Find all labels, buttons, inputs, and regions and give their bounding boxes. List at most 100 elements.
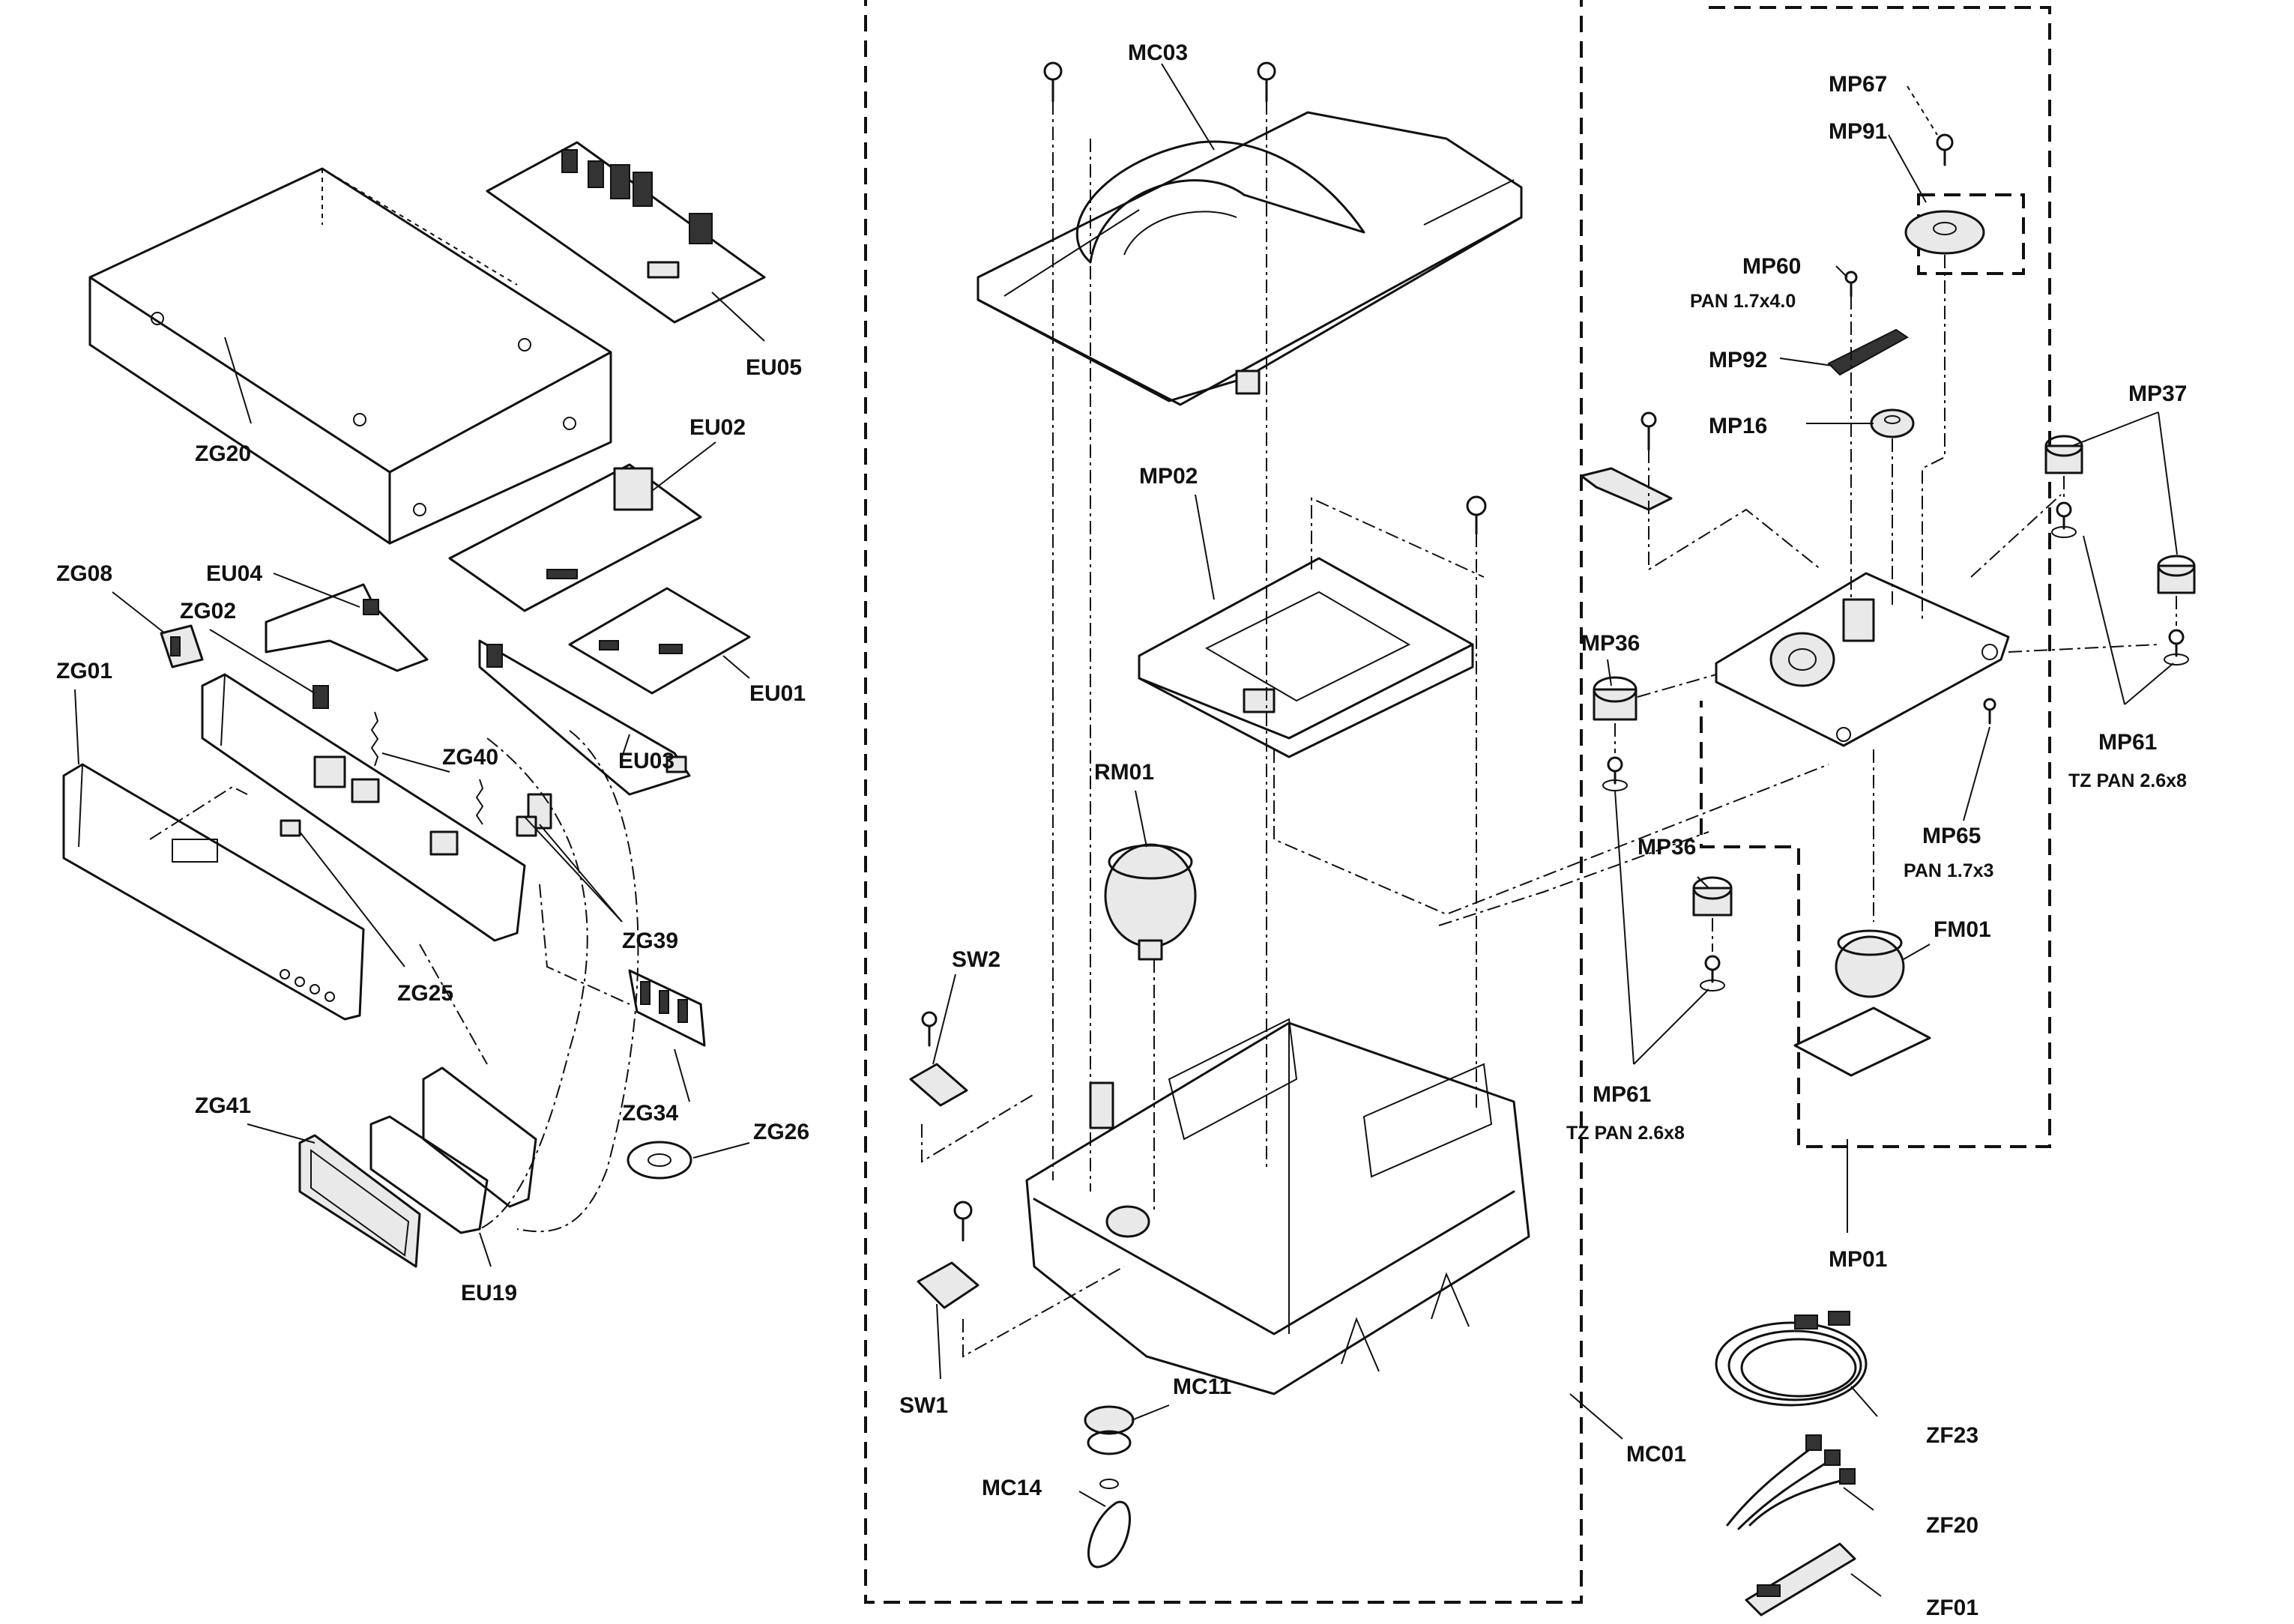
pickup-base bbox=[1715, 572, 2010, 747]
zg02-front-frame bbox=[201, 673, 526, 942]
mp92-rack bbox=[1827, 328, 1909, 376]
left-chain-3 bbox=[539, 884, 630, 1005]
eu19-board bbox=[369, 1066, 537, 1234]
zg40-spring bbox=[370, 711, 484, 825]
mc03-screw-left bbox=[1043, 61, 1063, 103]
mp61-screw-lower bbox=[1700, 955, 1725, 991]
leader-lines bbox=[74, 63, 2178, 1597]
center-chain-9 bbox=[1273, 749, 1829, 916]
label-rm01: RM01 bbox=[1094, 760, 1154, 785]
mp67-screw bbox=[1936, 133, 1954, 166]
mp37-damper-upper bbox=[2044, 435, 2083, 538]
mp02-chassis-plate bbox=[1138, 557, 1474, 758]
label-mp01: MP01 bbox=[1829, 1247, 1887, 1272]
left-wire-1 bbox=[479, 737, 588, 1230]
label-mp37: MP37 bbox=[2128, 381, 2187, 406]
label-mp16: MP16 bbox=[1709, 414, 1767, 438]
label-eu03: EU03 bbox=[618, 749, 674, 773]
zg34-connector bbox=[628, 969, 706, 1047]
label-mp61-right-spec: TZ PAN 2.6x8 bbox=[2068, 770, 2187, 791]
label-sw1: SW1 bbox=[899, 1393, 948, 1418]
label-mp61-right: MP61 bbox=[2098, 730, 2157, 755]
label-mc01: MC01 bbox=[1626, 1442, 1686, 1467]
label-zf20: ZF20 bbox=[1926, 1513, 1978, 1538]
label-eu02: EU02 bbox=[689, 415, 746, 440]
mc14-belt bbox=[1087, 1500, 1131, 1569]
mp61-screw-upper bbox=[1602, 756, 1628, 791]
mp16-gear bbox=[1870, 408, 1915, 438]
right-chain-6 bbox=[1637, 674, 1717, 698]
mp02-screw bbox=[1466, 495, 1487, 535]
label-mp65-spec: PAN 1.7x3 bbox=[1904, 860, 1993, 881]
label-zg40: ZG40 bbox=[442, 745, 498, 770]
sw1-switch bbox=[917, 1201, 980, 1309]
label-mp92: MP92 bbox=[1709, 348, 1767, 372]
mc03-disc-tray bbox=[977, 111, 1523, 406]
zg20-top-cover bbox=[88, 167, 612, 545]
mc03-screw-right bbox=[1257, 61, 1276, 103]
label-mc03: MC03 bbox=[1128, 40, 1188, 65]
right-chain-3 bbox=[1922, 255, 1946, 622]
right-chain-8 bbox=[2008, 644, 2159, 653]
label-mp65: MP65 bbox=[1922, 824, 1981, 848]
eu05-board bbox=[486, 141, 766, 324]
mechanism-base bbox=[1025, 1018, 1530, 1395]
zg26-disc bbox=[627, 1141, 692, 1180]
pickup-bracket bbox=[1580, 411, 1673, 511]
sw2-switch bbox=[909, 1011, 968, 1107]
label-mp61-left-spec: TZ PAN 2.6x8 bbox=[1566, 1123, 1685, 1144]
mc11-gear bbox=[1084, 1405, 1135, 1489]
eu04-board bbox=[265, 583, 429, 672]
right-chain-7 bbox=[1970, 494, 2062, 578]
zf23-cable bbox=[1715, 1311, 1868, 1407]
right-chain-1 bbox=[1648, 450, 1822, 571]
label-eu05: EU05 bbox=[746, 355, 802, 380]
mp91-dashed-box bbox=[1917, 193, 2025, 275]
mp91-gear bbox=[1904, 210, 1985, 255]
eu01-board bbox=[568, 587, 751, 695]
mc01-assembly-box bbox=[864, 0, 1583, 1604]
label-zg08: ZG08 bbox=[56, 561, 112, 586]
center-chain-8 bbox=[962, 1266, 1125, 1358]
label-eu04: EU04 bbox=[206, 561, 262, 586]
zf01-remote-control bbox=[1745, 1542, 1856, 1617]
center-chain-7 bbox=[921, 1093, 1035, 1163]
mp01-assembly-box bbox=[1700, 6, 2051, 1148]
center-chain-10 bbox=[1438, 831, 1709, 926]
label-mc14: MC14 bbox=[982, 1476, 1042, 1500]
label-zg34: ZG34 bbox=[622, 1101, 678, 1126]
rm01-motor bbox=[1104, 843, 1197, 961]
zf20-av-cable bbox=[1726, 1434, 1856, 1530]
label-mp61-left: MP61 bbox=[1593, 1082, 1651, 1107]
label-eu19: EU19 bbox=[461, 1281, 517, 1305]
label-zg41: ZG41 bbox=[195, 1093, 251, 1118]
mp60-screw bbox=[1844, 271, 1858, 298]
label-zf01: ZF01 bbox=[1926, 1596, 1978, 1620]
label-mp67: MP67 bbox=[1829, 72, 1887, 97]
mp65-screw bbox=[1983, 698, 1996, 725]
label-mp91: MP91 bbox=[1829, 119, 1887, 144]
label-mc11: MC11 bbox=[1173, 1374, 1231, 1399]
label-fm01: FM01 bbox=[1934, 917, 1991, 942]
eu03-board bbox=[478, 639, 691, 796]
left-chain-2 bbox=[419, 944, 488, 1065]
label-zg26: ZG26 bbox=[753, 1120, 809, 1144]
left-wire-2 bbox=[516, 730, 639, 1233]
center-chain-6 bbox=[1311, 497, 1485, 578]
zg08-bracket bbox=[160, 624, 204, 668]
zg25-knob bbox=[280, 819, 301, 837]
label-zg01: ZG01 bbox=[56, 659, 112, 683]
mp37-damper-lower bbox=[2157, 555, 2196, 665]
label-zf23: ZF23 bbox=[1926, 1423, 1978, 1448]
zg01-front-panel bbox=[62, 763, 365, 1021]
label-mp60-spec: PAN 1.7x4.0 bbox=[1690, 291, 1796, 312]
fm01-motor bbox=[1793, 929, 1931, 1077]
label-zg25: ZG25 bbox=[397, 981, 453, 1006]
label-zg20: ZG20 bbox=[195, 441, 251, 466]
label-zg39: ZG39 bbox=[622, 929, 678, 953]
zg41-display-window bbox=[298, 1134, 421, 1268]
label-sw2: SW2 bbox=[952, 947, 1000, 972]
label-mp60: MP60 bbox=[1742, 254, 1801, 279]
mp36-damper-upper bbox=[1593, 676, 1638, 721]
